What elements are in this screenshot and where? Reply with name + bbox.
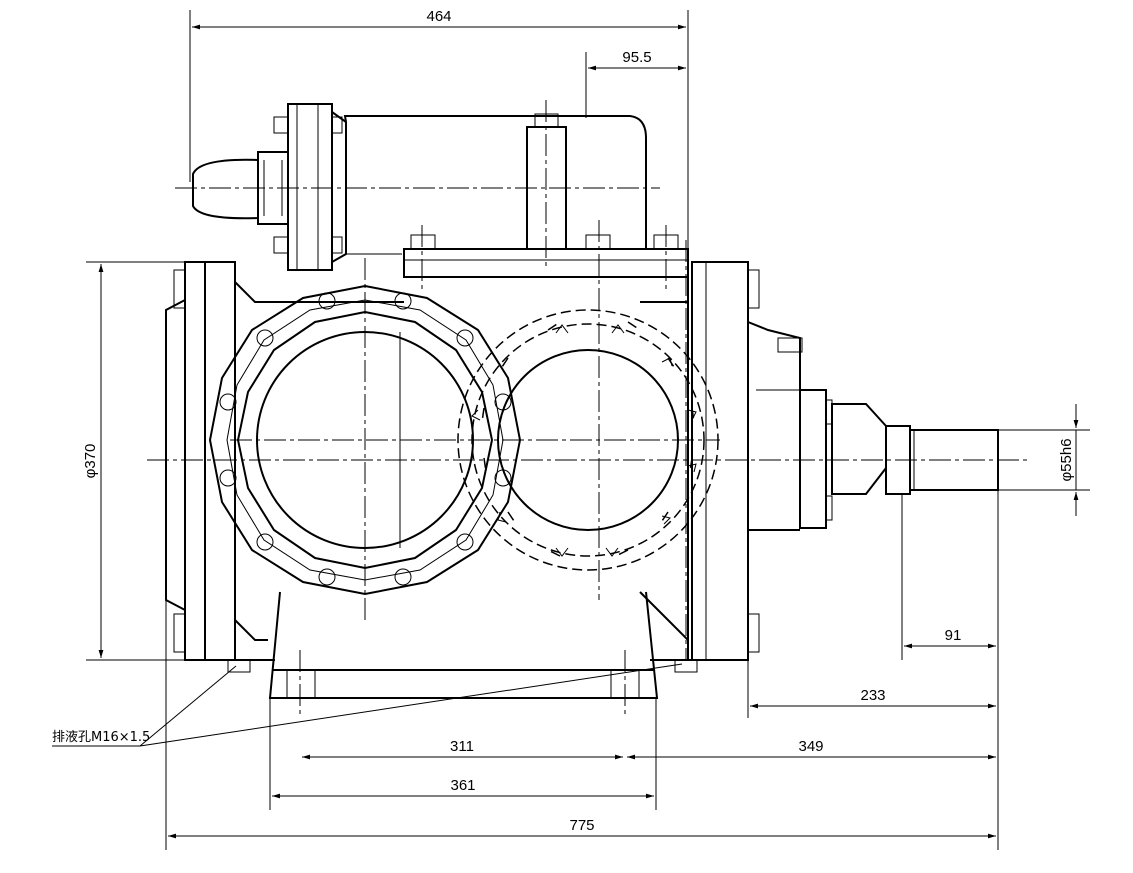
valve-flange — [287, 103, 333, 271]
center-lines — [147, 100, 1030, 718]
relief-valve-assembly — [192, 103, 689, 278]
pump-body — [165, 261, 760, 699]
valve-pipe — [343, 115, 647, 250]
dim-95-5: 95.5 — [622, 49, 651, 66]
dim-775: 775 — [569, 817, 594, 834]
dim-phi-370: φ370 — [82, 444, 99, 479]
dimension-lines — [52, 10, 1090, 850]
dim-349: 349 — [798, 738, 823, 755]
seal-housing — [799, 389, 827, 529]
dim-361: 361 — [450, 777, 475, 794]
dim-233: 233 — [860, 687, 885, 704]
right-flange — [691, 261, 749, 661]
drain-hole-label: 排液孔M16×1.5 — [52, 730, 150, 745]
dim-phi-55h6: φ55h6 — [1058, 438, 1075, 481]
dimension-labels: 464 95.5 φ370 φ55h6 91 233 311 349 361 7… — [52, 8, 1075, 834]
drain-plug-left — [227, 659, 251, 673]
dim-464: 464 — [426, 8, 451, 25]
pump-foot — [268, 591, 659, 699]
dim-311: 311 — [450, 738, 474, 755]
left-flange — [184, 261, 206, 661]
valve-cap — [192, 158, 259, 220]
valve-neck — [331, 111, 347, 263]
bearing-housing — [747, 321, 999, 531]
gland — [831, 403, 887, 495]
drain-plug-right — [674, 659, 698, 673]
dim-91: 91 — [945, 627, 962, 644]
